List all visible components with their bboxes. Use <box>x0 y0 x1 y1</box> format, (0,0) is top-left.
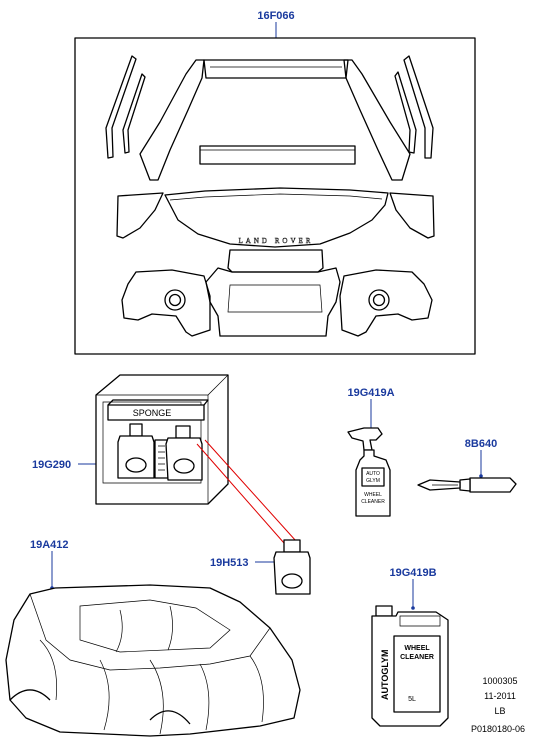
kit-bottle-1-cap <box>129 423 143 437</box>
callout-19G290[interactable]: 19G290 <box>32 459 71 471</box>
film-kit-frame <box>74 37 476 355</box>
spray-trigger <box>347 427 383 451</box>
car-cover-beltline <box>29 593 271 671</box>
sponge-block-top <box>107 399 209 406</box>
washer-panel-left <box>121 269 211 337</box>
car-cover-wheel-rear <box>149 710 191 725</box>
tool-group: 8B640 <box>417 438 517 493</box>
screen-band <box>199 145 356 165</box>
spray-label-1: AUTO <box>366 471 380 477</box>
kit-bottle-2-logo <box>173 458 195 474</box>
tool-handle <box>469 477 517 493</box>
canister-volume: 5L <box>408 696 416 703</box>
pillar-strip-left-outer <box>105 55 137 159</box>
canister-handle <box>399 615 441 627</box>
film-kit-group: 16F066 LAND ROVER <box>74 10 476 355</box>
car-cover-wheel-front <box>9 689 51 701</box>
pillar-strip-left-inner <box>122 73 146 154</box>
canister-label-2: CLEANER <box>400 654 434 661</box>
spray-bottle-body <box>355 449 391 517</box>
pillar-strip-right-outer <box>403 55 434 159</box>
red-leader-1 <box>196 443 285 544</box>
leader-dot-19G419B <box>411 606 415 610</box>
reference-block: 1000305 11-2011 LB P0180180-06 <box>471 676 525 734</box>
spray-label-4: CLEANER <box>361 499 385 505</box>
small-bottle-group: 19H513 <box>210 539 311 595</box>
grille-outline <box>227 284 323 313</box>
sponge-kit-group: 19G290 SPONGE <box>32 374 297 544</box>
pillar-strip-right-inner <box>394 71 417 154</box>
car-cover-window <box>79 599 231 653</box>
canister-group: 19G419B AUTOGLYM WHEEL CLEANER 5L <box>371 567 449 727</box>
leader-dot-8B640 <box>479 474 483 478</box>
canister-label-box <box>393 635 441 713</box>
bumper-lower-panel <box>205 267 341 337</box>
callout-19A412[interactable]: 19A412 <box>30 539 69 551</box>
ref-line-1: 1000305 <box>482 676 517 686</box>
callout-19G419A[interactable]: 19G419A <box>347 387 394 399</box>
washer-hole-right-inner <box>372 293 386 307</box>
washer-hole-left-inner <box>168 293 182 307</box>
bonnet-edge <box>169 193 383 201</box>
car-cover-folds <box>39 605 264 735</box>
spray-label-box <box>361 467 385 487</box>
small-bottle-cap <box>283 539 301 553</box>
car-cover-group: 19A412 <box>5 539 301 737</box>
kit-box-window <box>102 401 202 484</box>
canister-brand: AUTOGLYM <box>380 649 390 700</box>
sponge-label: SPONGE <box>133 408 172 418</box>
ref-line-4: P0180180-06 <box>471 724 525 734</box>
red-leader-2 <box>204 439 297 542</box>
sponge-block <box>107 404 205 421</box>
ref-line-3: LB <box>494 706 505 716</box>
canister-label-1: WHEEL <box>404 645 430 652</box>
washer-hole-right-outer <box>368 289 390 311</box>
spray-label-2: GLYM <box>366 478 380 484</box>
roof-strip <box>203 59 349 79</box>
spray-bottle-group: 19G419A AUTO GLYM WHEEL CLEANER <box>347 387 395 517</box>
car-cover-body <box>5 584 301 737</box>
tool-ferrule <box>459 478 471 492</box>
fender-panel-right <box>343 59 411 181</box>
kit-cloth-text <box>158 445 165 471</box>
washer-panel-right <box>339 269 433 337</box>
washer-hole-left-outer <box>164 289 186 311</box>
wing-panel-left <box>116 192 164 239</box>
kit-bottle-1-logo <box>125 457 147 473</box>
callout-19G419B[interactable]: 19G419B <box>389 567 436 579</box>
wing-panel-right <box>389 192 435 239</box>
canister-body <box>371 611 449 727</box>
fender-panel-left <box>139 59 205 181</box>
kit-bottle-2-cap <box>175 425 191 439</box>
callout-19H513[interactable]: 19H513 <box>210 557 249 569</box>
callout-16F066[interactable]: 16F066 <box>257 10 294 22</box>
spray-label-3: WHEEL <box>364 492 382 498</box>
callout-8B640[interactable]: 8B640 <box>465 438 497 450</box>
hood-lettering: LAND ROVER <box>239 237 314 245</box>
canister-cap <box>375 605 393 617</box>
small-bottle-logo <box>281 573 303 589</box>
bonnet-panel <box>164 187 389 248</box>
bumper-upper-panel <box>227 249 324 273</box>
ref-line-2: 11-2011 <box>484 691 516 701</box>
